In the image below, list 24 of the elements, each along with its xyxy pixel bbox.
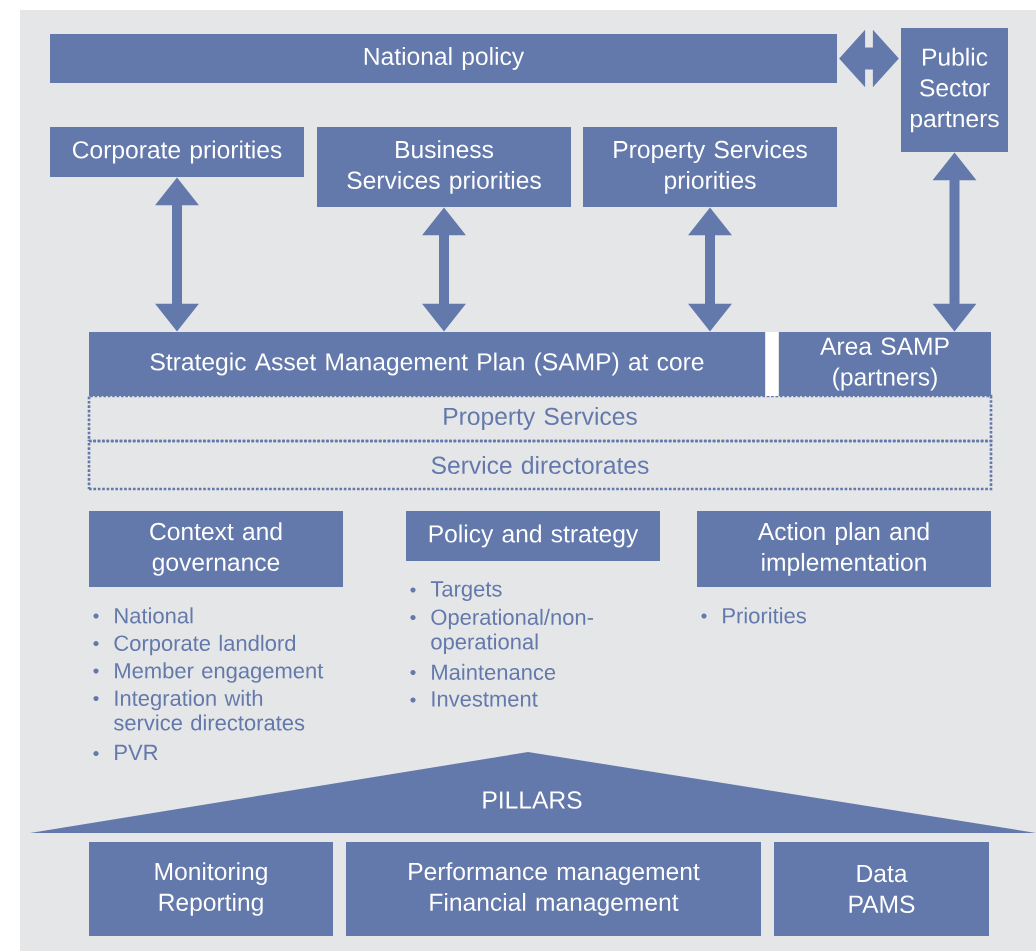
- bullet-item: Corporate landlord: [93, 634, 296, 656]
- process-box: Corporate priorities: [50, 127, 304, 177]
- bullet-item: Operational/non-operational: [410, 608, 593, 654]
- bullet-item: Maintenance: [410, 663, 556, 680]
- bullet-item: Targets: [410, 581, 502, 601]
- process-box: Action plan and implementation: [697, 511, 991, 587]
- bullet-item: Priorities: [701, 607, 806, 624]
- bullet-item: Investment: [410, 691, 538, 707]
- dotted-band: Service directorates: [87, 439, 993, 491]
- process-box: Policy and strategy: [406, 511, 660, 561]
- process-box: Public Sector partners: [901, 28, 1008, 152]
- process-box: Monitoring Reporting: [89, 842, 333, 936]
- process-box: Area SAMP (partners): [779, 332, 991, 396]
- bullet-item: National: [93, 607, 193, 624]
- bullet-item: Integration with service directorates: [93, 689, 305, 731]
- process-box: Performance management Financial management: [346, 842, 761, 936]
- dotted-band: Property Services: [87, 394, 993, 443]
- process-box: Data PAMS: [774, 842, 989, 936]
- process-box: Property Services priorities: [583, 127, 837, 207]
- process-box: Context and governance: [89, 511, 343, 587]
- process-box: Strategic Asset Management Plan (SAMP) at core: [89, 332, 765, 396]
- process-box: Business Services priorities: [317, 127, 571, 207]
- process-box: National policy: [50, 34, 837, 83]
- bullet-item: Member engagement: [93, 662, 324, 683]
